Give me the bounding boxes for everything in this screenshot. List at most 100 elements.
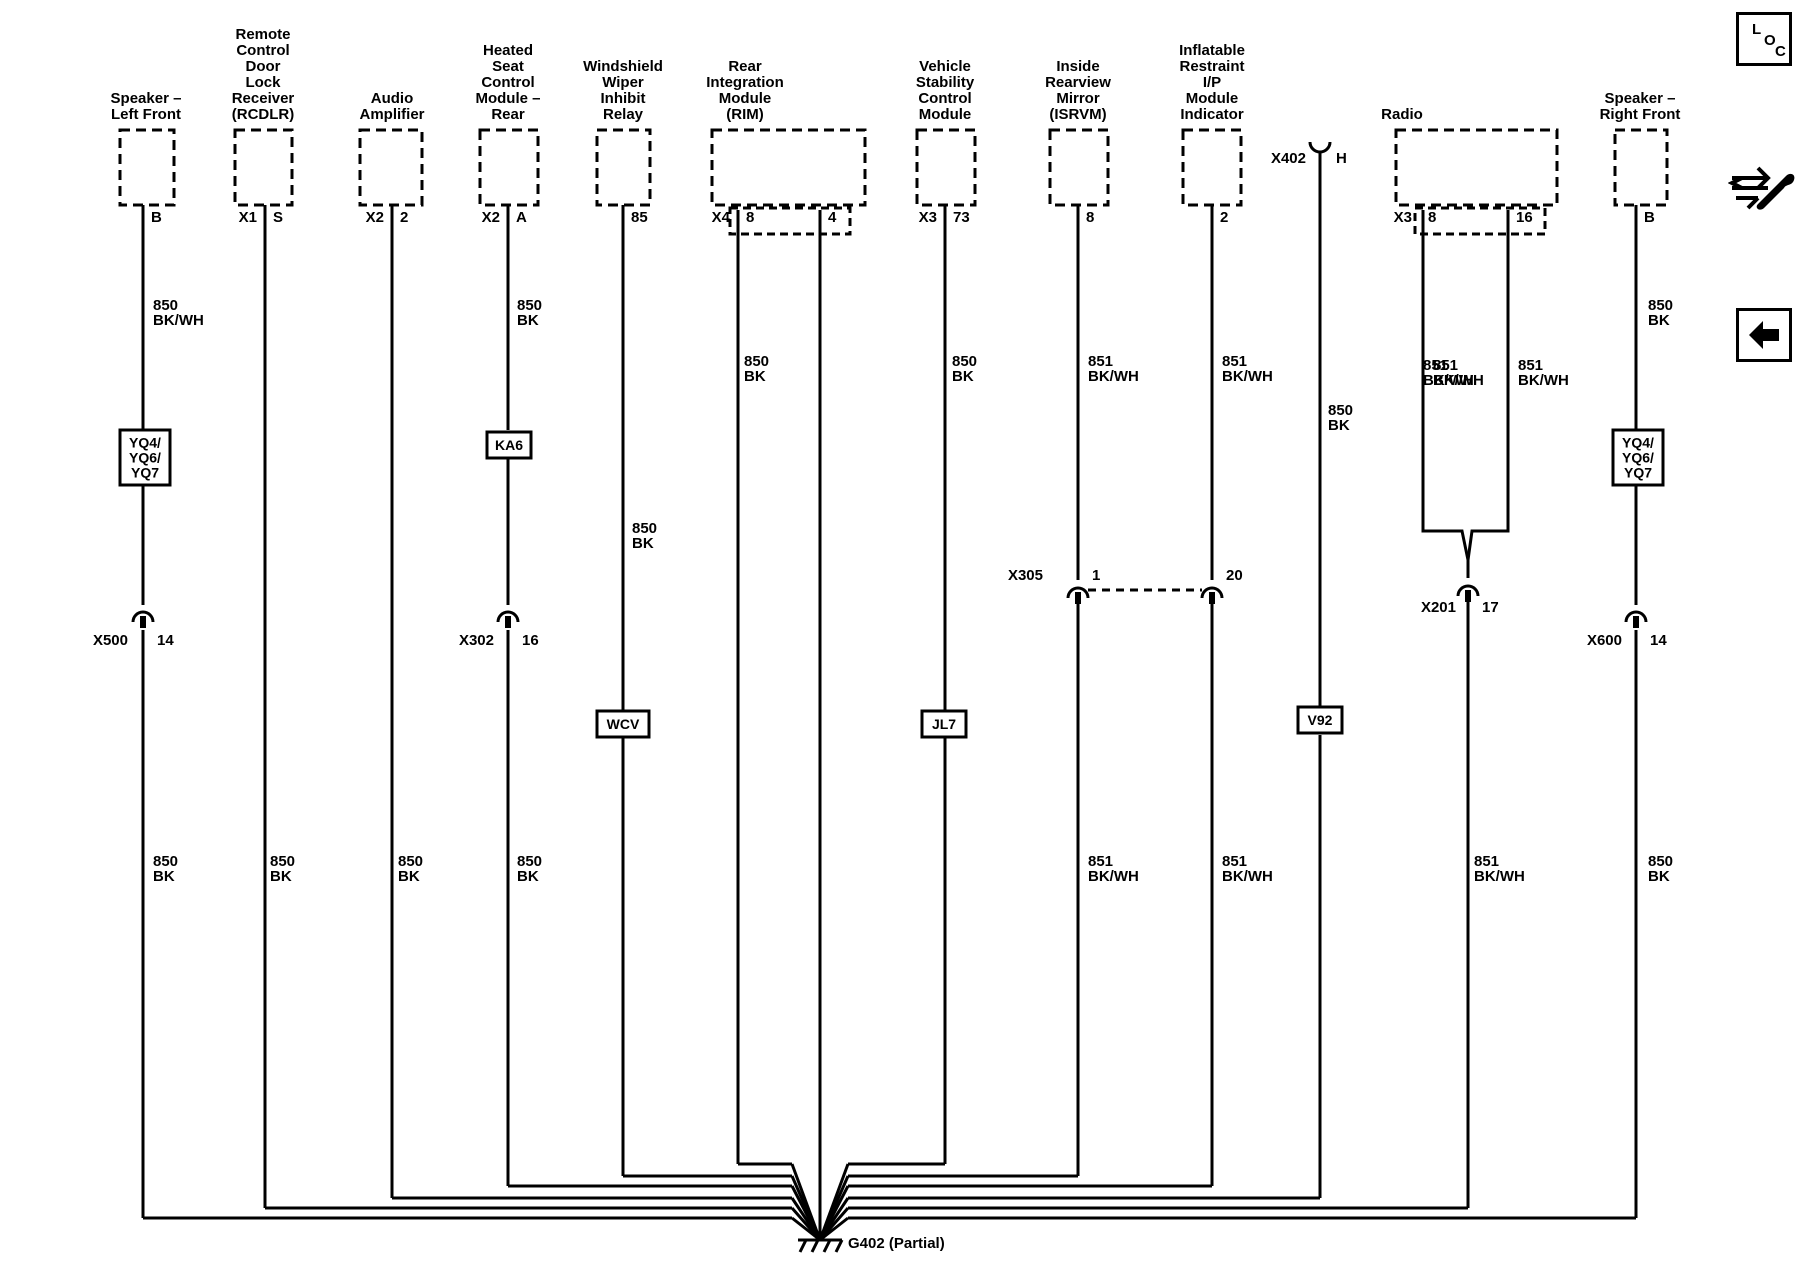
wire-color-code: BK/WH: [1222, 868, 1273, 885]
wire-color-code: BK: [1648, 312, 1670, 329]
inline-pin-number: 16: [522, 632, 539, 649]
module-name-amp: Audio: [371, 90, 414, 107]
wire-color-code: BK: [744, 368, 766, 385]
option-box: [1611, 428, 1665, 487]
wire-circuit-number: 850: [398, 853, 423, 870]
connector-id: X4: [712, 209, 731, 226]
pin-number: 73: [953, 209, 970, 226]
loc-letter-c: C: [1775, 43, 1786, 60]
module-name-hscm: Rear: [491, 106, 525, 123]
rim-connector-box: [728, 206, 852, 236]
connector-id: X402: [1271, 150, 1306, 167]
wire-color-code: BK: [398, 868, 420, 885]
pin-number: 85: [631, 209, 648, 226]
wire-circuit-number: 850: [517, 853, 542, 870]
wire-circuit-number: 850: [517, 297, 542, 314]
inline-pin-number: 17: [1482, 599, 1499, 616]
wire-circuit-number: 850: [632, 520, 657, 537]
inline-connector-id: X500: [93, 632, 128, 649]
module-name-wiper: Inhibit: [601, 90, 646, 107]
module-name-isrvm: Inside: [1056, 58, 1099, 75]
wire-circuit-number: 850: [270, 853, 295, 870]
connector-id: X3: [919, 209, 937, 226]
back-arrow-icon: [1749, 321, 1779, 349]
inline-connector: [1066, 586, 1090, 599]
wire-circuit-number: 850: [1328, 402, 1353, 419]
pin-number: 2: [1220, 209, 1228, 226]
wire-circuit-number: 850: [744, 353, 769, 370]
option-box: [1296, 705, 1344, 735]
inline-connector-id: X201: [1421, 599, 1456, 616]
x402-connector: [1308, 141, 1332, 154]
module-name-isrvm: Mirror: [1056, 90, 1100, 107]
wire-color-code: BK/WH: [1423, 372, 1474, 389]
wire-radio-8: [1421, 210, 1470, 561]
wire-radio-16: [1466, 210, 1510, 561]
inline-pin: [1633, 616, 1639, 628]
module-box-isrvm: [1048, 128, 1110, 207]
wire-color-code: BK: [632, 535, 654, 552]
wire-color-code: BK: [517, 312, 539, 329]
module-name-spk-rf: Speaker –: [1605, 90, 1676, 107]
module-name-irip: Indicator: [1180, 106, 1244, 123]
module-name-rcdlr: (RCDLR): [232, 106, 294, 123]
inline-pin: [1209, 592, 1215, 604]
option-code: KA6: [495, 437, 523, 453]
module-name-hscm: Control: [481, 74, 534, 91]
module-name-spk-lf: Speaker –: [111, 90, 182, 107]
pin-number: H: [1336, 150, 1347, 167]
wire-color-code: BK/WH: [1433, 372, 1484, 389]
option-code: YQ7: [131, 465, 159, 481]
wire-circuit-number: 850: [153, 297, 178, 314]
wire-color-code: BK/WH: [1518, 372, 1569, 389]
wire-circuit-number: 851: [1423, 357, 1448, 374]
wire-lines: [118, 128, 1669, 1253]
bus-converge: [819, 1216, 849, 1242]
module-box-radio: [1394, 128, 1559, 207]
inline-connector: [1456, 584, 1480, 597]
module-name-spk-rf: Right Front: [1600, 106, 1681, 123]
inline-connector-id: X302: [459, 632, 494, 649]
inline-pin-number: 1: [1092, 567, 1100, 584]
inline-connector: [131, 610, 155, 623]
module-box-rim: [710, 128, 867, 207]
inline-pin: [1465, 590, 1471, 602]
module-box-spk-rf: [1613, 128, 1669, 207]
wire-circuit-number: 851: [1518, 357, 1543, 374]
wire-circuit-number: 851: [1222, 853, 1247, 870]
inline-connector: [1200, 586, 1224, 599]
inline-pin-number: 20: [1226, 567, 1243, 584]
back-button[interactable]: [1736, 308, 1792, 362]
wire-color-code: BK: [517, 868, 539, 885]
module-name-rcdlr: Receiver: [232, 90, 295, 107]
wire-color-code: BK/WH: [1222, 368, 1273, 385]
module-name-vscm: Control: [918, 90, 971, 107]
pin-number: 8: [1428, 209, 1436, 226]
inline-connector: [496, 610, 520, 623]
module-name-rim: (RIM): [726, 106, 764, 123]
option-box: [485, 430, 533, 460]
module-name-rcdlr: Lock: [245, 74, 281, 91]
wire-color-code: BK/WH: [153, 312, 204, 329]
option-code: V92: [1308, 712, 1333, 728]
module-box-vscm: [915, 128, 977, 207]
connector-id: X1: [239, 209, 257, 226]
module-name-isrvm: Rearview: [1045, 74, 1111, 91]
wire-circuit-number: 850: [952, 353, 977, 370]
wire-color-code: BK: [952, 368, 974, 385]
wire-circuit-number: 851: [1433, 357, 1458, 374]
wire-circuit-number: 850: [1648, 853, 1673, 870]
module-name-hscm: Heated: [483, 42, 533, 59]
wire-circuit-number: 850: [1648, 297, 1673, 314]
inline-pin: [1075, 592, 1081, 604]
loc-letter-o: O: [1764, 32, 1776, 49]
loc-button[interactable]: L O C: [1736, 12, 1792, 66]
ground-label: G402 (Partial): [848, 1235, 945, 1252]
wrench-arrows-icon[interactable]: [1727, 158, 1798, 228]
option-box: [118, 428, 172, 487]
pin-number: 8: [746, 209, 754, 226]
wire-color-code: BK/WH: [1088, 368, 1139, 385]
wire-circuit-number: 851: [1474, 853, 1499, 870]
option-code: WCV: [607, 716, 640, 732]
